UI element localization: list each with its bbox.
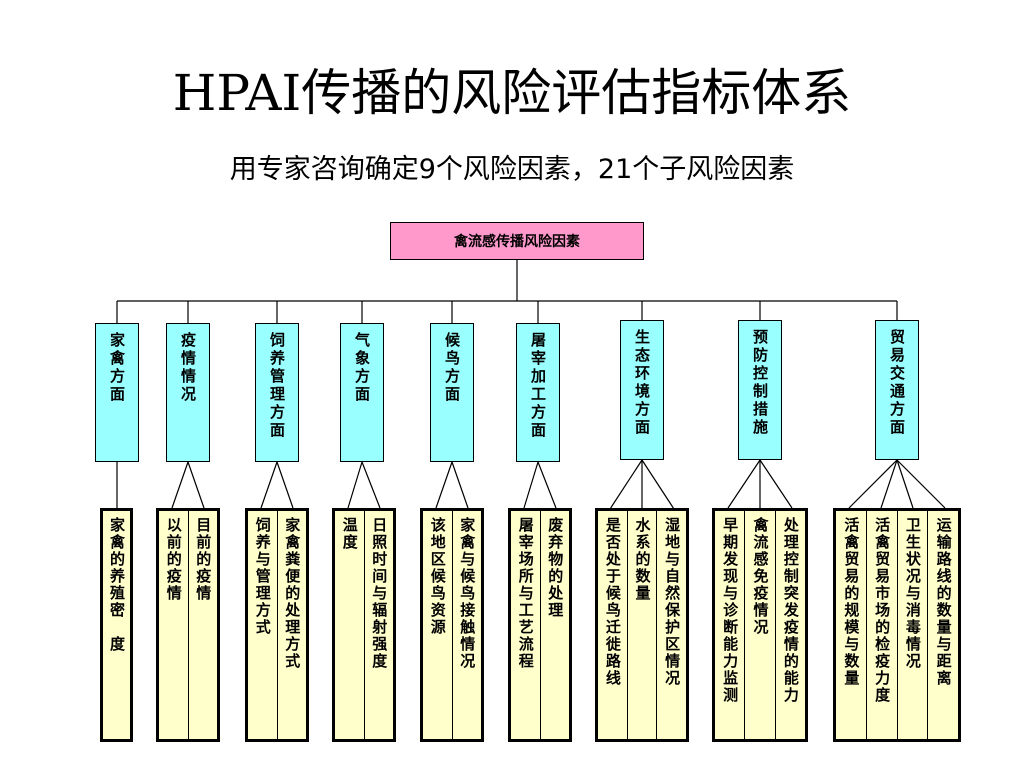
sub-factor-label: 是否处于候鸟迁徙路线 (603, 517, 622, 687)
sub-factor-label: 家禽与候鸟接触情况 (458, 517, 477, 670)
sub-factor-group: 温度日照时间与辐射强度 (332, 508, 396, 742)
sub-factor-cell: 卫生状况与消毒情况 (896, 511, 928, 739)
sub-factor-group: 是否处于候鸟迁徙路线水系的数量湿地与自然保护区情况 (595, 508, 689, 742)
connector-line (451, 461, 469, 509)
sub-factor-cell: 水系的数量 (626, 511, 657, 739)
category-box: 屠宰加工方面 (516, 323, 560, 462)
sub-factor-label: 禽流感免疫情况 (751, 517, 770, 636)
category-label: 候鸟方面 (443, 332, 461, 404)
sub-factor-cell: 屠宰场所与工艺流程 (511, 511, 540, 739)
sub-factor-cell: 该地区候鸟资源 (423, 511, 452, 739)
sub-factor-label: 处理控制突发疫情的能力 (781, 517, 800, 704)
connector-line (537, 461, 557, 509)
category-box: 饲养管理方面 (255, 323, 299, 462)
sub-factor-label: 活禽贸易市场的检疫力度 (873, 517, 892, 704)
sub-factor-cell: 家禽与候鸟接触情况 (451, 511, 482, 739)
connector-line (187, 461, 205, 509)
sub-factor-cell: 废弃物的处理 (539, 511, 570, 739)
sub-factor-label: 运输路线的数量与距离 (934, 517, 953, 687)
sub-factor-label: 温度 (340, 517, 359, 551)
sub-factor-label: 湿地与自然保护区情况 (663, 517, 682, 687)
sub-factor-label: 家禽的养殖密 度 (108, 517, 126, 653)
sub-factor-group: 屠宰场所与工艺流程废弃物的处理 (508, 508, 572, 742)
sub-factor-group: 该地区候鸟资源家禽与候鸟接触情况 (420, 508, 484, 742)
sub-factor-label: 早期发现与诊断能力监测 (721, 517, 740, 704)
connector-line (880, 459, 898, 509)
category-label: 预防控制措施 (751, 329, 769, 437)
sub-factor-cell: 禽流感免疫情况 (744, 511, 774, 739)
sub-factor-cell: 目前的疫情 (187, 511, 218, 739)
connector-line (759, 459, 793, 509)
sub-factor-cell: 温度 (335, 511, 364, 739)
connector-line (727, 459, 761, 509)
sub-factor-label: 卫生状况与消毒情况 (903, 517, 922, 670)
sub-factor-cell: 运输路线的数量与距离 (927, 511, 958, 739)
category-box: 疫情情况 (166, 323, 210, 462)
category-box: 气象方面 (340, 323, 384, 462)
page-subtitle: 用专家咨询确定9个风险因素，21个子风险因素 (229, 154, 795, 185)
category-box: 家禽方面 (95, 323, 139, 462)
sub-factor-label: 屠宰场所与工艺流程 (516, 517, 535, 670)
connector-line (276, 461, 294, 509)
connector-line (347, 461, 363, 509)
sub-factor-cell: 是否处于候鸟迁徙路线 (598, 511, 627, 739)
sub-factor-label: 以前的疫情 (164, 517, 183, 602)
sub-factor-cell: 早期发现与诊断能力监测 (715, 511, 744, 739)
sub-factor-group: 活禽贸易的规模与数量活禽贸易市场的检疫力度卫生状况与消毒情况运输路线的数量与距离 (833, 508, 961, 742)
category-box: 生态环境方面 (620, 320, 664, 460)
connector-line (523, 461, 539, 509)
sub-factor-cell: 活禽贸易的规模与数量 (836, 511, 866, 739)
sub-factor-cell: 饲养与管理方式 (248, 511, 277, 739)
root-node: 禽流感传播风险因素 (390, 222, 644, 260)
sub-factor-cell: 湿地与自然保护区情况 (656, 511, 686, 739)
category-label: 疫情情况 (179, 332, 197, 404)
connector-line (171, 461, 189, 509)
page-title: HPAI传播的风险评估指标体系 (172, 64, 852, 122)
category-label: 气象方面 (353, 332, 371, 404)
sub-factor-cell: 处理控制突发疫情的能力 (774, 511, 805, 739)
connector-line (361, 461, 381, 509)
connector-line (641, 459, 674, 509)
connector-line (260, 461, 278, 509)
category-label: 家禽方面 (108, 332, 126, 404)
connector-line (848, 459, 898, 509)
category-box: 贸易交通方面 (875, 320, 919, 460)
sub-factor-group: 以前的疫情目前的疫情 (156, 508, 220, 742)
category-label: 屠宰加工方面 (529, 332, 547, 440)
sub-factor-cell: 家禽的养殖密 度 (103, 511, 130, 739)
sub-factor-cell: 以前的疫情 (159, 511, 188, 739)
sub-factor-group: 饲养与管理方式家禽粪便的处理方式 (245, 508, 309, 742)
sub-factor-group: 家禽的养殖密 度 (100, 508, 133, 742)
sub-factor-label: 水系的数量 (633, 517, 652, 602)
sub-factor-label: 活禽贸易的规模与数量 (842, 517, 861, 687)
sub-factor-label: 日照时间与辐射强度 (370, 517, 389, 670)
sub-factor-label: 家禽粪便的处理方式 (283, 517, 302, 670)
connector-line (896, 459, 946, 509)
category-box: 候鸟方面 (430, 323, 474, 462)
category-label: 贸易交通方面 (888, 329, 906, 437)
category-label: 饲养管理方面 (268, 332, 286, 440)
sub-factor-label: 目前的疫情 (194, 517, 213, 602)
sub-factor-label: 饲养与管理方式 (253, 517, 272, 636)
sub-factor-group: 早期发现与诊断能力监测禽流感免疫情况处理控制突发疫情的能力 (712, 508, 808, 742)
sub-factor-cell: 家禽粪便的处理方式 (276, 511, 307, 739)
sub-factor-cell: 活禽贸易市场的检疫力度 (865, 511, 897, 739)
connector-line (896, 459, 914, 509)
sub-factor-label: 废弃物的处理 (546, 517, 565, 619)
sub-factor-cell: 日照时间与辐射强度 (363, 511, 394, 739)
sub-factor-label: 该地区候鸟资源 (428, 517, 447, 636)
category-label: 生态环境方面 (633, 329, 651, 437)
connector-line (610, 459, 643, 509)
connector-line (435, 461, 453, 509)
category-box: 预防控制措施 (738, 320, 782, 460)
